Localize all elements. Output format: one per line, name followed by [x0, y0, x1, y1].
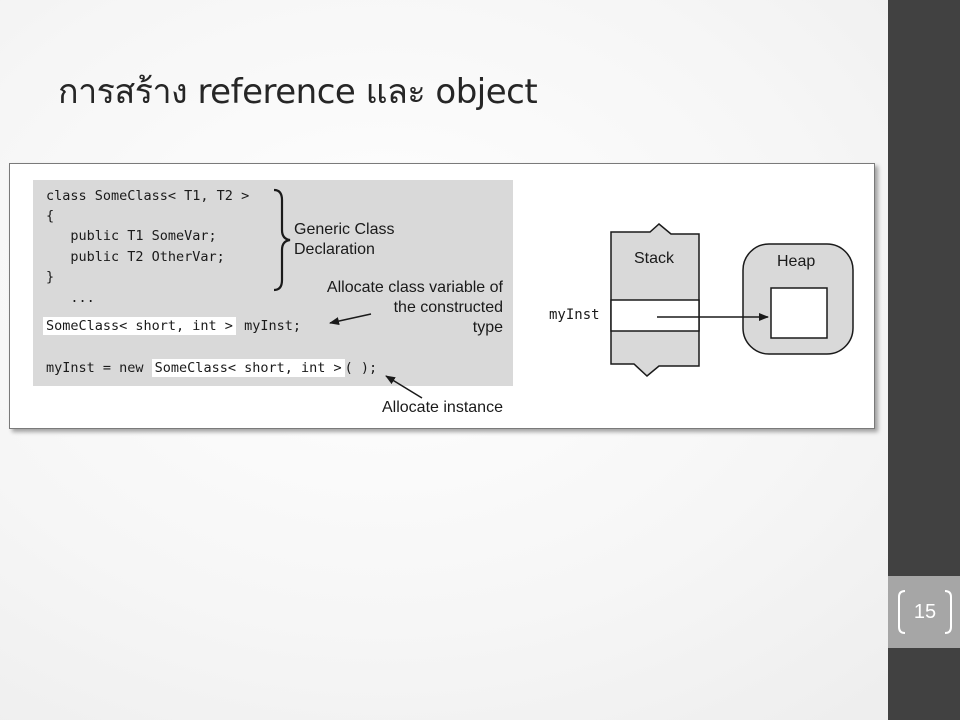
figure-frame: class SomeClass< T1, T2 > { public T1 So…: [9, 163, 875, 429]
code-line-new-instance: myInst = new SomeClass< short, int >( );: [46, 358, 377, 379]
declaration-highlight: SomeClass< short, int >: [43, 317, 236, 335]
new-suffix: ( );: [344, 360, 378, 376]
code-line-ellipsis: ...: [46, 290, 95, 306]
annotation-allocate-variable: Allocate class variable of the construct…: [326, 279, 503, 336]
declaration-rest: myInst;: [235, 318, 301, 334]
bracket-frame-icon: [898, 590, 952, 634]
annotation-allocate-instance: Allocate instance: [382, 399, 503, 416]
slide-title: การสร้าง reference และ object: [58, 72, 538, 112]
arrow-allocate-variable: [329, 313, 372, 325]
curly-brace-icon: [273, 188, 291, 292]
page-number-box: 15: [897, 589, 953, 635]
code-line-othervar: public T2 OtherVar;: [46, 249, 225, 265]
code-line-declaration: SomeClass< short, int > myInst;: [43, 316, 301, 337]
arrow-allocate-instance: [385, 375, 423, 399]
code-line-close-brace: }: [46, 269, 55, 285]
code-line-somevar: public T1 SomeVar;: [46, 228, 217, 244]
code-panel: [33, 180, 513, 386]
new-prefix: myInst = new: [46, 360, 152, 376]
heap-object: [770, 287, 828, 339]
annotation-generic-class: Generic Class Declaration: [294, 221, 395, 258]
diagram-graphics: [273, 188, 854, 399]
stack-label: Stack: [634, 250, 675, 267]
myinst-label: myInst: [549, 307, 600, 323]
new-highlight: SomeClass< short, int >: [151, 359, 345, 377]
code-line-open-brace: {: [46, 208, 55, 224]
page-number: 15: [913, 601, 937, 623]
stack-slot-myinst: [610, 299, 700, 332]
heap-label: Heap: [777, 253, 816, 270]
code-line-class: class SomeClass< T1, T2 >: [46, 188, 250, 204]
